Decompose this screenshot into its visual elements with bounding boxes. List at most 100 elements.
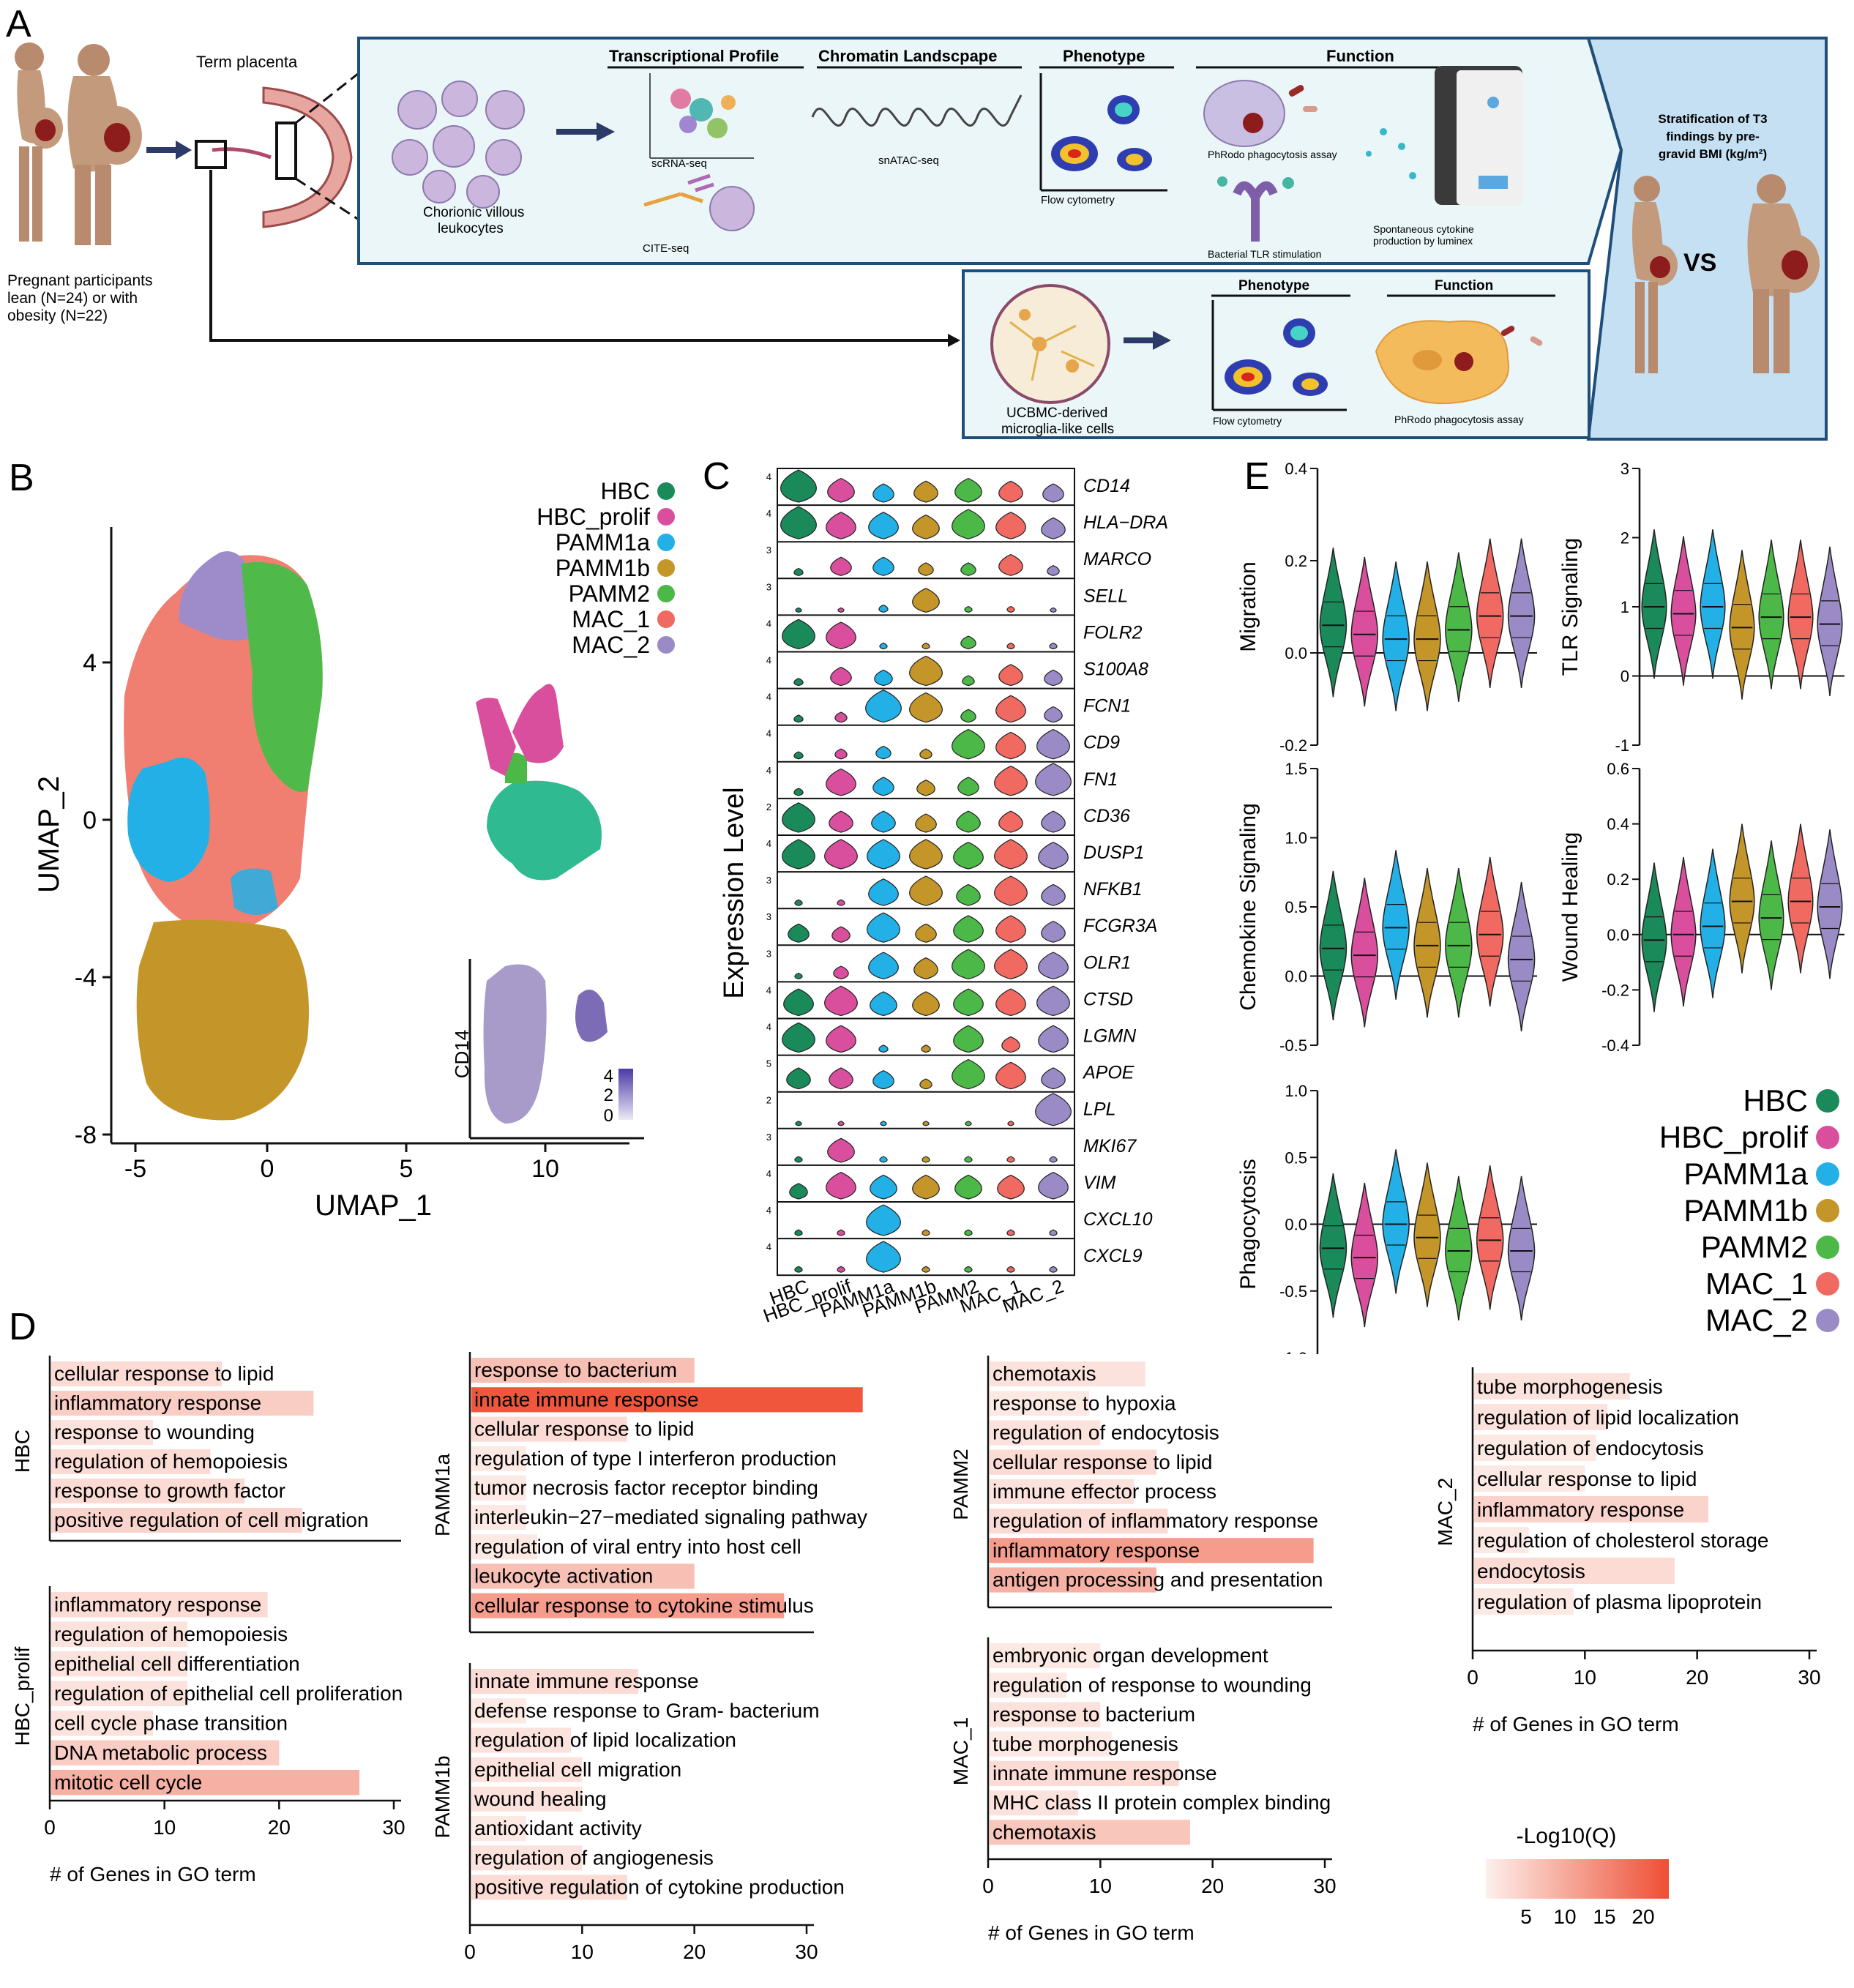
panel-label-e: E — [1244, 455, 1270, 498]
violin-fcn1-hbc — [793, 714, 804, 723]
qscale-title: -Log10(Q) — [1517, 1824, 1617, 1848]
ytick-neg8: -8 — [75, 1121, 97, 1149]
go-bar — [990, 1820, 1190, 1845]
violin-cd9-hbc — [793, 751, 804, 760]
phrodo2-label: PhRodo phagocytosis assay — [1394, 414, 1524, 425]
qscale-10: 10 — [1553, 1905, 1576, 1928]
placenta-icon — [195, 86, 353, 228]
violin-lgmn-mac_2 — [1038, 1025, 1069, 1053]
gene-label-fn1: FN1 — [1083, 769, 1118, 790]
go-bar — [471, 1358, 695, 1383]
panel-label-b: B — [9, 457, 34, 499]
gene-label-mki67: MKI67 — [1083, 1136, 1137, 1156]
module-violin-hbc — [1319, 870, 1347, 1021]
ytick: 0.6 — [1607, 760, 1629, 778]
violin-marco-mac_2 — [1047, 565, 1060, 576]
violin-vim-mac_1 — [997, 1174, 1025, 1200]
go-bar — [990, 1420, 1101, 1446]
violin-dusp1-mac_1 — [994, 839, 1028, 870]
violin-sell-pamm2 — [964, 605, 973, 613]
mlegend-mac2: MAC_2 — [1705, 1303, 1808, 1337]
ytick: -0.4 — [1601, 1036, 1629, 1055]
go-cluster-label: MAC_2 — [1434, 1478, 1457, 1546]
ytick: 0.5 — [1285, 1148, 1307, 1167]
umap-ylabel: UMAP_2 — [33, 776, 65, 893]
go-term-label: positive regulation of cell migration — [54, 1509, 369, 1531]
go-xtick: 30 — [382, 1816, 405, 1839]
module-violin-pamm1b — [1413, 867, 1441, 1018]
go-bar — [990, 1391, 1089, 1416]
go-bar — [990, 1509, 1168, 1534]
gene-label-cd36: CD36 — [1083, 806, 1130, 826]
xtick-10: 10 — [531, 1155, 559, 1183]
go-bar — [1474, 1496, 1708, 1522]
gene-ymax-7: 4 — [766, 728, 771, 739]
ytick: -0.5 — [1279, 1036, 1307, 1055]
gene-ymax-1: 4 — [766, 508, 771, 519]
violin-fn1-mac_1 — [994, 766, 1028, 796]
violin-dusp1-pamm1a — [867, 839, 900, 870]
xtick-neg5: -5 — [124, 1155, 146, 1183]
gene-ymax-9: 2 — [766, 801, 771, 812]
umap-y-ticks: 4 0 -4 -8 — [75, 649, 111, 1149]
gene-ymax-6: 4 — [766, 692, 771, 703]
violin-fcn1-mac_1 — [995, 695, 1026, 723]
violin-fcgr3a-pamm1b — [915, 923, 937, 943]
violin-lpl-pamm1a — [880, 1121, 887, 1126]
go-bar — [51, 1361, 222, 1386]
go-bar — [1474, 1373, 1630, 1400]
go-term-label: cellular response to lipid — [474, 1418, 694, 1440]
phrodo-label: PhRodo phagocytosis assay — [1208, 149, 1337, 160]
go-bar — [51, 1449, 211, 1474]
violin-hla−dra-hbc — [780, 506, 817, 539]
violin-cxcl10-pamm1b — [922, 1229, 930, 1236]
violin-s100a8-mac_1 — [998, 664, 1023, 687]
vs-label: VS — [1683, 249, 1716, 277]
violin-s100a8-hbc_prolif — [830, 666, 852, 687]
module-ylabel: Phagocytosis — [1237, 1159, 1260, 1289]
violin-lpl-hbc — [795, 1121, 802, 1126]
go-term-label: positive regulation of cytokine producti… — [474, 1876, 845, 1899]
violin-sell-hbc — [795, 607, 802, 613]
go-bar — [471, 1669, 638, 1694]
violin-olr1-pamm1a — [868, 952, 899, 980]
module-violin-pamm1a — [1382, 561, 1410, 711]
luminex-machine-icon — [1366, 66, 1522, 205]
go-bar — [51, 1420, 153, 1445]
legend-hbc: HBC — [600, 478, 650, 504]
go-bar — [471, 1563, 695, 1589]
module-violin-hbc_prolif — [1670, 536, 1697, 686]
violin-lpl-pamm2 — [965, 1121, 972, 1126]
go-term-label: regulation of lipid localization — [1477, 1406, 1739, 1429]
go-bar — [990, 1760, 1179, 1786]
ytick: 1.0 — [1285, 829, 1307, 848]
go-xtick: 20 — [268, 1816, 291, 1839]
strat-line3: gravid BMI (kg/m²) — [1659, 147, 1767, 161]
go-bar — [990, 1790, 1078, 1816]
violin-fcgr3a-hbc — [788, 923, 810, 943]
gene-ymax-14: 4 — [766, 984, 771, 995]
violin-cd14-hbc — [780, 469, 817, 503]
gene-label-apoe: APOE — [1082, 1063, 1135, 1083]
violin-cd36-hbc — [782, 802, 815, 833]
header-transcriptional: Transcriptional Profile — [609, 47, 779, 65]
go-term-label: response to wounding — [54, 1421, 255, 1443]
violin-mki67-pamm1b — [922, 1156, 930, 1163]
go-term-label: MHC class II protein complex binding — [993, 1791, 1331, 1814]
violin-marco-pamm1b — [918, 562, 934, 576]
module-violin-mac_2 — [1817, 829, 1843, 979]
ytick: 0.4 — [1607, 815, 1629, 834]
go-cluster-label: PAMM1b — [431, 1755, 454, 1838]
flow-cytometry-plot-icon-2 — [1211, 300, 1347, 411]
go-bar — [51, 1621, 187, 1647]
go-xlabel: # of Genes in GO term — [1473, 1713, 1679, 1735]
violin-vim-pamm1b — [912, 1174, 940, 1200]
go-term-label: regulation of lipid localization — [474, 1729, 736, 1752]
snatac-label: snATAC-seq — [878, 154, 939, 167]
violin-marco-hbc_prolif — [830, 556, 852, 576]
go-bar — [51, 1508, 302, 1533]
violin-fcgr3a-mac_2 — [1041, 920, 1066, 943]
